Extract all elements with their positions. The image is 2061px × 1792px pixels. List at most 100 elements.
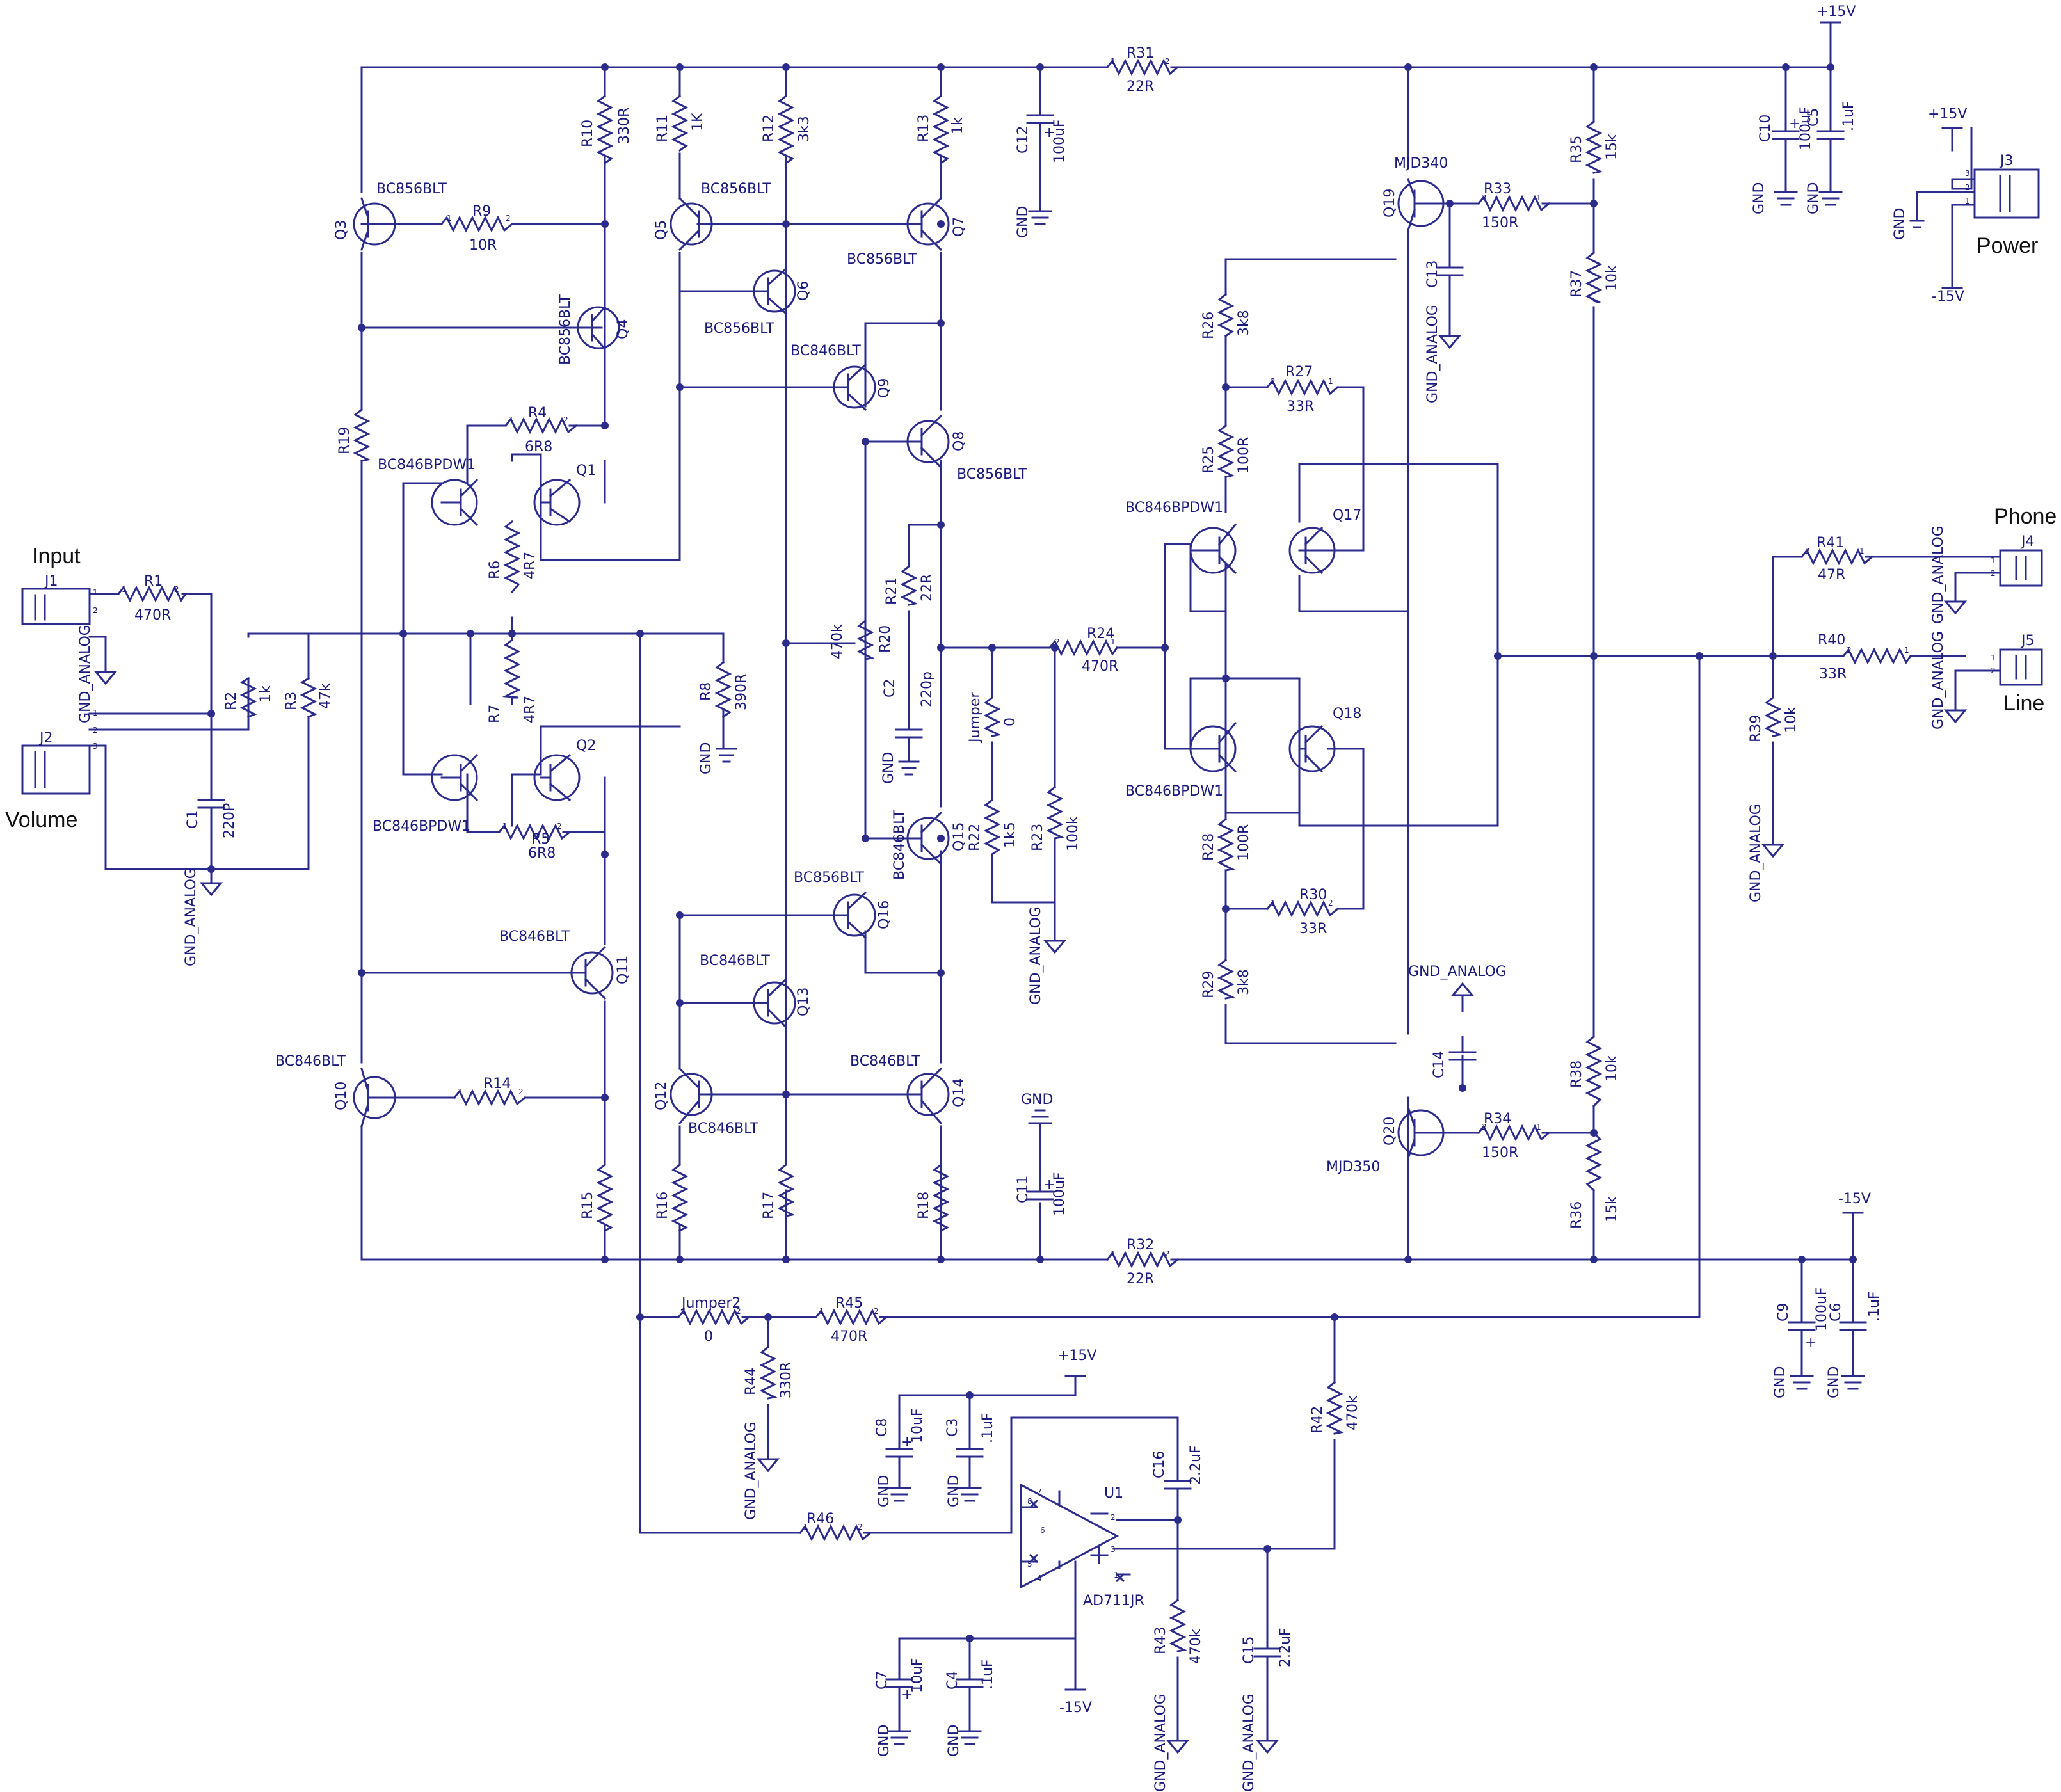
junctions <box>207 63 1857 1642</box>
capacitor-ref: C14 <box>1431 1051 1447 1078</box>
resistor-value: 150R <box>1482 215 1518 231</box>
resistor-ref: R9 <box>472 204 491 220</box>
q13-symbol <box>753 977 796 1029</box>
capacitor-ref: C9 <box>1776 1303 1792 1322</box>
transistor-ref: Q10 <box>333 1082 349 1110</box>
resistor-ref: R29 <box>1201 971 1217 998</box>
q9-symbol <box>833 363 876 412</box>
svg-text:+: + <box>1043 125 1055 141</box>
capacitor-value: 100uF <box>1052 1172 1068 1216</box>
net-label: GND <box>1806 182 1822 214</box>
capacitor-ref: C16 <box>1151 1451 1167 1478</box>
svg-text:1: 1 <box>1859 547 1865 556</box>
net-label: GND_ANALOG <box>183 868 199 966</box>
resistor-ref: R16 <box>655 1192 671 1219</box>
transistor-part: BC846BLT <box>499 929 570 945</box>
net-label: GND_ANALOG <box>1930 631 1946 730</box>
svg-text:1: 1 <box>447 214 452 223</box>
resistor-ref: R19 <box>337 427 353 454</box>
q3-symbol <box>353 197 398 251</box>
svg-text:1: 1 <box>803 1523 808 1532</box>
svg-text:+: + <box>901 1687 913 1703</box>
transistor-ref: Q4 <box>615 319 631 339</box>
svg-text:2: 2 <box>93 606 98 615</box>
net-label: -15V <box>1932 289 1964 305</box>
resistor-ref: R4 <box>528 405 547 421</box>
transistor-part: BC846BLT <box>700 953 770 969</box>
capacitor-labels: C1 220P C2 220p C12 100uF C11 100uF C10 … <box>185 100 1882 1693</box>
svg-text:2: 2 <box>174 585 179 594</box>
q6-symbol <box>753 267 796 316</box>
j5-symbol <box>1999 648 2043 686</box>
net-label: -15V <box>1059 1700 1092 1716</box>
net-label: GND <box>946 1475 962 1507</box>
resistor-value: 6R8 <box>528 845 556 861</box>
resistor-value: 150R <box>1482 1145 1518 1161</box>
resistor-ref: R2 <box>223 692 239 710</box>
q4-symbol <box>577 305 620 351</box>
resistor-value: 0 <box>704 1329 713 1345</box>
resistor-value: 470k <box>830 624 846 659</box>
transistor-ref: Q12 <box>654 1082 670 1110</box>
net-label: GND_ANALOG <box>1930 525 1946 624</box>
resistor-ref: R24 <box>1087 626 1114 642</box>
net-label: GND_ANALOG <box>1028 906 1044 1005</box>
capacitor-value: 220P <box>221 803 237 838</box>
capacitor-ref: C11 <box>1015 1176 1031 1203</box>
resistor-ref: R1 <box>144 573 163 589</box>
net-label: GND <box>876 1475 892 1507</box>
net-label: -15V <box>1838 1191 1871 1207</box>
transistor-labels: BC856BLT Q3 BC856BLT Q4 BC856BLT Q5 BC85… <box>275 156 1448 1175</box>
resistor-ref: R31 <box>1127 45 1154 61</box>
q8-symbol <box>906 414 950 469</box>
resistor-ref: R28 <box>1201 833 1217 861</box>
q7-symbol <box>906 196 950 252</box>
capacitor-value: 100uF <box>1814 1287 1830 1331</box>
capacitor-value: 10uF <box>910 1658 926 1693</box>
capacitor-value: 2.2uF <box>1278 1628 1294 1667</box>
q11-symbol <box>570 945 614 1000</box>
resistor-value: 100k <box>1065 816 1081 851</box>
resistor-ref: R39 <box>1748 715 1764 742</box>
resistor-ref: Jumper <box>967 692 983 744</box>
resistor-ref: R30 <box>1299 887 1327 903</box>
resistor-ref: R41 <box>1816 535 1844 551</box>
resistor-ref: R21 <box>884 577 900 605</box>
q1-symbol <box>533 478 581 526</box>
transistor-ref: Q3 <box>333 220 349 240</box>
svg-text:7: 7 <box>1037 1487 1042 1496</box>
resistor-value: 330R <box>778 1362 794 1398</box>
svg-text:+: + <box>1043 1177 1055 1193</box>
connector-ref: J4 <box>2020 534 2035 550</box>
svg-text:2: 2 <box>1991 666 1996 675</box>
capacitor-value: .1uF <box>1866 1291 1882 1322</box>
resistor-ref: R33 <box>1484 181 1511 197</box>
resistor-value: 390R <box>734 674 750 710</box>
polarity-marks: + + + + + + <box>901 116 1816 1703</box>
resistor-ref: R44 <box>743 1368 759 1395</box>
capacitor-ref: C10 <box>1758 115 1774 142</box>
j3-symbol <box>1973 168 2040 219</box>
transistor-part: BC846BLT <box>892 810 908 880</box>
dual-in-top-symbol <box>431 478 479 527</box>
resistor-ref: R43 <box>1153 1627 1169 1654</box>
svg-text:+: + <box>901 1434 913 1450</box>
transistor-part: BC846BLT <box>790 343 861 359</box>
dual-out-top-symbol <box>1189 523 1237 575</box>
opamp-labels: U1 AD711JR <box>1083 1485 1144 1609</box>
resistor-value: 47k <box>317 683 333 709</box>
svg-text:1: 1 <box>1991 653 1996 662</box>
svg-text:1: 1 <box>1536 1123 1541 1132</box>
svg-text:8: 8 <box>1027 1497 1032 1506</box>
transistor-ref: Q18 <box>1333 706 1361 722</box>
svg-text:5: 5 <box>1027 1560 1032 1569</box>
resistor-value: 10k <box>1604 1055 1620 1082</box>
q15-symbol <box>906 811 950 866</box>
svg-text:2: 2 <box>557 822 562 831</box>
resistor-value: 470k <box>1345 1395 1361 1430</box>
transistor-ref: Q13 <box>796 988 812 1016</box>
net-label: GND_ANALOG <box>1425 305 1441 403</box>
transistor-ref: Q2 <box>576 738 596 754</box>
resistor-ref: R40 <box>1818 632 1845 648</box>
